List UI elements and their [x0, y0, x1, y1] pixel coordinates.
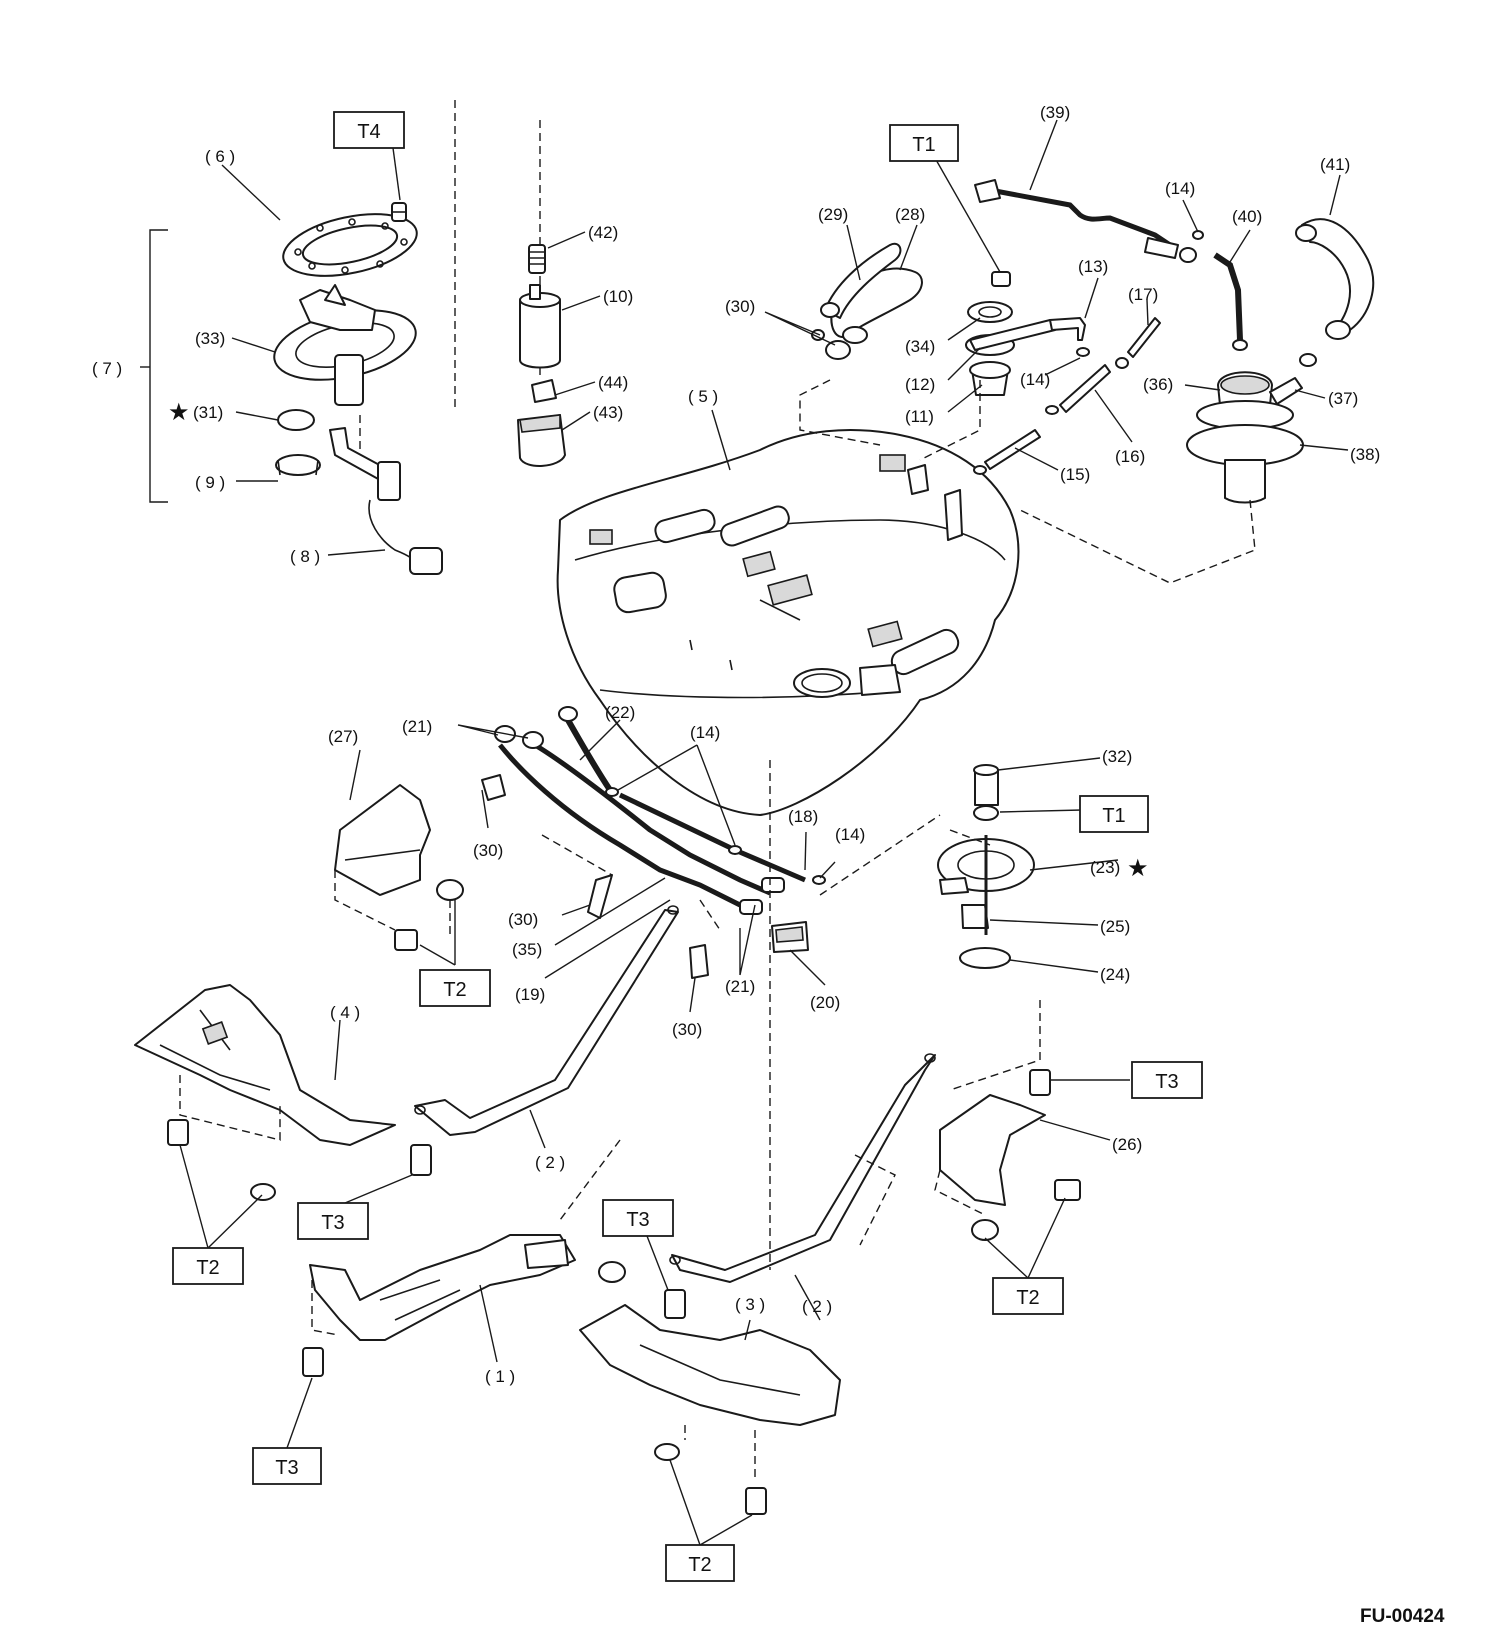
label-part-7: ( 7 ): [92, 359, 122, 378]
label-part-26: (26): [1112, 1135, 1142, 1154]
label-part-30-bottom: (30): [672, 1020, 702, 1039]
svg-text:T2: T2: [443, 979, 466, 1001]
torque-box-t2-protector: T2: [419, 969, 491, 1007]
label-part-17: (17): [1128, 285, 1158, 304]
label-part-1: ( 1 ): [485, 1367, 515, 1386]
label-part-8: ( 8 ): [290, 547, 320, 566]
label-part-34: (34): [905, 337, 935, 356]
part-labels: ( 6 ) ( 7 ) (33) ★ (31) ( 9 ) ( 8 ) (42)…: [92, 103, 1380, 1386]
label-part-37: (37): [1328, 389, 1358, 408]
torque-box-t2-bottom: T2: [665, 1544, 735, 1582]
label-part-20: (20): [810, 993, 840, 1012]
filler-vent-group: [799, 242, 1161, 475]
svg-text:T1: T1: [912, 134, 935, 156]
label-part-13: (13): [1078, 257, 1108, 276]
label-part-2-left: ( 2 ): [535, 1153, 565, 1172]
diagram-code: FU-00424: [1360, 1606, 1445, 1627]
label-part-30-lower: (30): [508, 910, 538, 929]
label-part-22: (22): [605, 703, 635, 722]
label-part-14-top: (14): [1165, 179, 1195, 198]
label-part-21-top: (21): [402, 717, 432, 736]
label-part-14-lines: (14): [690, 723, 720, 742]
label-part-2-right: ( 2 ): [802, 1297, 832, 1316]
svg-text:T1: T1: [1102, 805, 1125, 827]
label-part-40: (40): [1232, 207, 1262, 226]
label-part-32: (32): [1102, 747, 1132, 766]
fuel-pump-motor: [517, 244, 566, 467]
fuel-pump-assembly: [273, 100, 541, 575]
torque-box-t3-center: T3: [602, 1199, 674, 1237]
label-part-14-mid: (14): [1020, 370, 1050, 389]
label-part-38: (38): [1350, 445, 1380, 464]
torque-box-t1-top: T1: [889, 124, 959, 162]
fuel-lines: [481, 706, 941, 979]
svg-text:T2: T2: [688, 1554, 711, 1576]
label-part-28: (28): [895, 205, 925, 224]
protectors-brackets: [134, 784, 1081, 1515]
label-part-11: (11): [905, 407, 934, 426]
label-part-25: (25): [1100, 917, 1130, 936]
label-part-30-mid: (30): [473, 841, 503, 860]
label-part-36: (36): [1143, 375, 1173, 394]
label-part-27: (27): [328, 727, 358, 746]
torque-box-t4: T4: [333, 111, 405, 149]
evaporation-line: [974, 179, 1375, 584]
torque-box-t3-bottom: T3: [252, 1447, 322, 1485]
label-part-12: (12): [905, 375, 935, 394]
label-part-33: (33): [195, 329, 225, 348]
label-part-16: (16): [1115, 447, 1145, 466]
label-part-41: (41): [1320, 155, 1350, 174]
label-part-6: ( 6 ): [205, 147, 235, 166]
fuel-sender-unit: [937, 764, 1035, 969]
label-part-43: (43): [593, 403, 623, 422]
svg-text:T4: T4: [357, 121, 380, 143]
label-part-35: (35): [512, 940, 542, 959]
label-part-5: ( 5 ): [688, 387, 718, 406]
label-part-3: ( 3 ): [735, 1295, 765, 1314]
label-part-4: ( 4 ): [330, 1003, 360, 1022]
star-mark-23: ★: [1127, 854, 1149, 882]
label-part-23: (23): [1090, 858, 1120, 877]
label-part-10: (10): [603, 287, 633, 306]
label-part-44: (44): [598, 373, 628, 392]
label-part-42: (42): [588, 223, 618, 242]
label-part-24: (24): [1100, 965, 1130, 984]
torque-box-t2-left: T2: [172, 1247, 244, 1285]
label-part-21-bottom: (21): [725, 977, 755, 996]
label-part-39: (39): [1040, 103, 1070, 122]
label-part-14-right: (14): [835, 825, 865, 844]
svg-text:T3: T3: [1155, 1071, 1178, 1093]
torque-box-t3-right: T3: [1131, 1061, 1203, 1099]
svg-text:T2: T2: [1016, 1287, 1039, 1309]
svg-text:T3: T3: [626, 1209, 649, 1231]
leader-lines: [140, 119, 1349, 1546]
label-part-19: (19): [515, 985, 545, 1004]
svg-text:T3: T3: [275, 1457, 298, 1479]
label-part-31: (31): [193, 403, 223, 422]
label-part-30-top: (30): [725, 297, 755, 316]
label-part-18: (18): [788, 807, 818, 826]
label-part-29: (29): [818, 205, 848, 224]
torque-box-t2-right: T2: [992, 1277, 1064, 1315]
torque-box-t1-sender: T1: [1079, 795, 1149, 833]
fuel-tank: [556, 429, 1020, 816]
star-mark-31: ★: [168, 398, 190, 426]
svg-text:T3: T3: [321, 1212, 344, 1234]
label-part-9: ( 9 ): [195, 473, 225, 492]
svg-text:T2: T2: [196, 1257, 219, 1279]
label-part-15: (15): [1060, 465, 1090, 484]
torque-box-t3-left: T3: [297, 1202, 369, 1240]
